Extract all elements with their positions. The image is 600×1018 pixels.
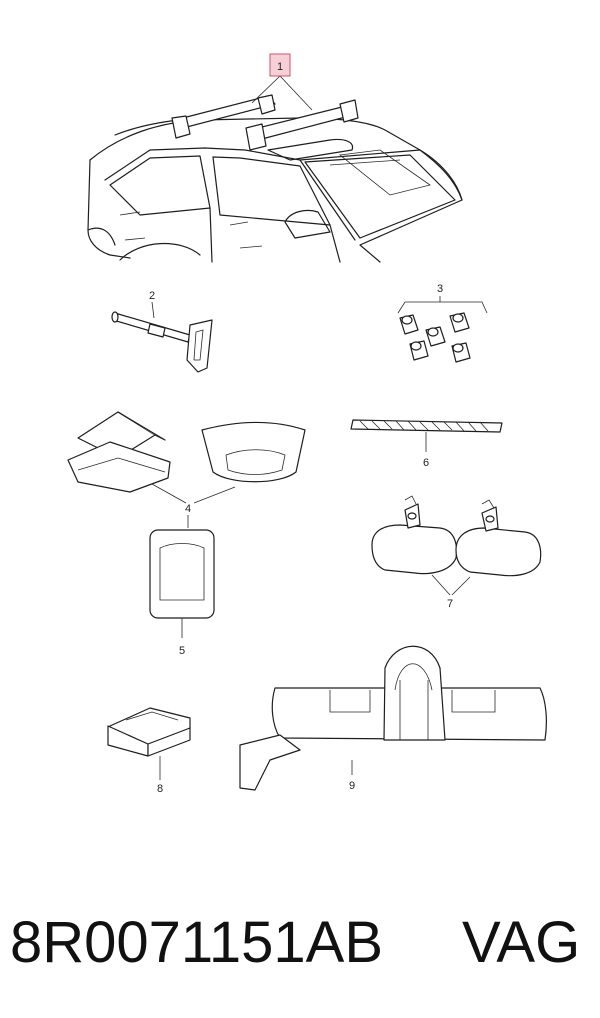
lock-cylinder <box>425 326 446 347</box>
lock-cylinder <box>451 342 471 363</box>
callout-4: 4 <box>185 503 191 515</box>
footer: 8R0071151AB VAG <box>0 898 600 988</box>
roof-bar-foot <box>371 495 458 575</box>
part-2-key-tool <box>111 301 213 373</box>
part-4-end-caps <box>67 411 306 528</box>
parts-diagram: 1 2 3 <box>67 53 547 795</box>
part-6-strip <box>350 419 503 452</box>
lock-cylinder <box>409 340 429 361</box>
callout-3: 3 <box>437 283 443 295</box>
callout-6: 6 <box>423 457 429 469</box>
part-5-pad <box>149 529 215 638</box>
callout-2: 2 <box>149 290 155 302</box>
part-7-feet <box>371 495 542 596</box>
lock-cylinder <box>449 312 470 333</box>
callout-1: 1 <box>277 61 283 73</box>
callout-5: 5 <box>179 645 185 657</box>
part-1-roof-bars-car <box>87 75 463 263</box>
part-number: 8R0071151AB <box>10 910 384 975</box>
part-9-storage-bag <box>239 645 547 791</box>
lock-cylinder <box>399 314 419 335</box>
part-8-block <box>107 707 191 780</box>
part-3-lock-cylinders <box>397 296 488 363</box>
callout-9: 9 <box>349 780 355 792</box>
brand-label: VAG <box>462 910 581 975</box>
callout-8: 8 <box>157 783 163 795</box>
callout-1-highlight <box>269 53 291 77</box>
callout-7: 7 <box>447 598 453 610</box>
roof-bar-foot <box>455 499 542 577</box>
